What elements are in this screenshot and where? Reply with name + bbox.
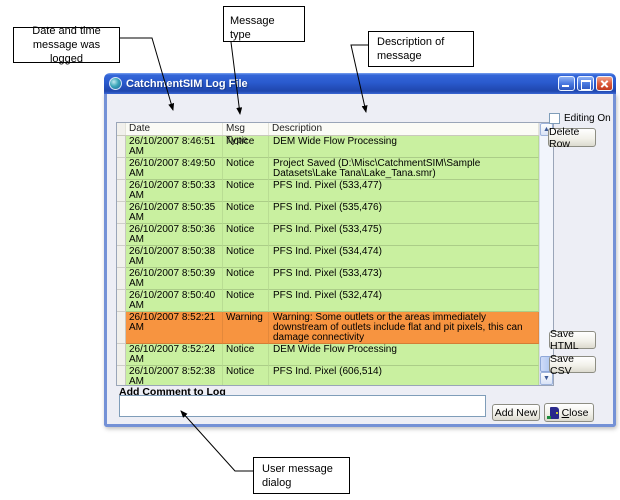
cell-description: PFS Ind. Pixel (532,474) xyxy=(269,290,539,312)
row-selector[interactable] xyxy=(117,202,126,224)
window-titlebar[interactable]: CatchmentSIM Log File xyxy=(104,73,616,94)
row-selector-header xyxy=(117,123,126,135)
column-header-description[interactable]: Description xyxy=(269,123,539,135)
maximize-icon[interactable] xyxy=(577,76,594,91)
cell-msg-type: Notice xyxy=(223,158,269,180)
row-selector[interactable] xyxy=(117,224,126,246)
cell-msg-type: Notice xyxy=(223,246,269,268)
row-selector[interactable] xyxy=(117,158,126,180)
scroll-down-icon[interactable]: ▼ xyxy=(540,372,553,385)
save-html-button[interactable]: Save HTML xyxy=(549,328,596,352)
cell-description: DEM Wide Flow Processing xyxy=(269,344,539,366)
table-header: Date Msg Type Description xyxy=(117,123,539,146)
row-selector[interactable] xyxy=(117,246,126,268)
window-title: CatchmentSIM Log File xyxy=(126,77,248,90)
app-icon xyxy=(109,77,122,90)
callout-message-type-text: Message type xyxy=(230,15,275,41)
row-selector[interactable] xyxy=(117,136,126,158)
add-new-button[interactable]: Add New xyxy=(492,404,540,421)
delete-row-button[interactable]: Delete Row xyxy=(548,126,596,150)
cell-description: PFS Ind. Pixel (533,477) xyxy=(269,180,539,202)
log-grid: Date Msg Type Description 26/10/2007 8:4… xyxy=(117,123,539,385)
callout-date-time: Date and time message was logged xyxy=(13,25,120,65)
callout-user-message: User message dialog xyxy=(253,457,350,494)
comment-input[interactable] xyxy=(119,395,486,417)
cell-description: Project Saved (D:\Misc\CatchmentSIM\Samp… xyxy=(269,158,539,180)
cell-msg-type: Notice xyxy=(223,202,269,224)
cell-description: PFS Ind. Pixel (606,514) xyxy=(269,366,539,385)
cell-description: DEM Wide Flow Processing xyxy=(269,136,539,158)
cell-date: 26/10/2007 8:50:35 AM xyxy=(126,202,223,224)
callout-date-time-text: Date and time message was logged xyxy=(32,25,101,65)
callout-user-message-text: User message dialog xyxy=(262,462,333,489)
column-header-msg-type[interactable]: Msg Type xyxy=(223,123,269,146)
cell-date: 26/10/2007 8:49:50 AM xyxy=(126,158,223,180)
cell-date: 26/10/2007 8:46:51 AM xyxy=(126,136,223,158)
cell-msg-type: Notice xyxy=(223,136,269,158)
cell-date: 26/10/2007 8:50:33 AM xyxy=(126,180,223,202)
row-selector[interactable] xyxy=(117,268,126,290)
cell-date: 26/10/2007 8:50:38 AM xyxy=(126,246,223,268)
cell-date: 26/10/2007 8:50:39 AM xyxy=(126,268,223,290)
cell-description: PFS Ind. Pixel (533,475) xyxy=(269,224,539,246)
row-selector[interactable] xyxy=(117,290,126,312)
cell-date: 26/10/2007 8:50:40 AM xyxy=(126,290,223,312)
minimize-icon[interactable] xyxy=(558,76,575,91)
exit-door-icon xyxy=(546,406,559,419)
cell-description: PFS Ind. Pixel (535,476) xyxy=(269,202,539,224)
cell-msg-type: Notice xyxy=(223,290,269,312)
callout-message-type: Message type xyxy=(223,6,305,42)
cell-date: 26/10/2007 8:50:36 AM xyxy=(126,224,223,246)
close-window-icon[interactable] xyxy=(596,76,613,91)
cell-msg-type: Notice xyxy=(223,224,269,246)
cell-date: 26/10/2007 8:52:24 AM xyxy=(126,344,223,366)
cell-msg-type: Notice xyxy=(223,366,269,385)
log-table: Date Msg Type Description 26/10/2007 8:4… xyxy=(116,122,554,386)
close-button-label: Close xyxy=(561,406,589,419)
cell-description: Warning: Some outlets or the areas immed… xyxy=(269,312,539,344)
cell-date: 26/10/2007 8:52:21 AM xyxy=(126,312,223,344)
callout-description-text: Description of message xyxy=(377,36,445,62)
cell-description: PFS Ind. Pixel (534,474) xyxy=(269,246,539,268)
save-csv-button[interactable]: Save CSV xyxy=(549,353,596,377)
editing-on-label: Editing On xyxy=(564,113,611,124)
row-selector[interactable] xyxy=(117,180,126,202)
cell-description: PFS Ind. Pixel (533,473) xyxy=(269,268,539,290)
log-file-window: CatchmentSIM Log File Date Msg Type Desc… xyxy=(104,73,616,427)
cell-msg-type: Notice xyxy=(223,180,269,202)
cell-msg-type: Notice xyxy=(223,268,269,290)
cell-date: 26/10/2007 8:52:38 AM xyxy=(126,366,223,385)
column-header-date[interactable]: Date xyxy=(126,123,223,135)
cell-msg-type: Notice xyxy=(223,344,269,366)
row-selector[interactable] xyxy=(117,344,126,366)
row-selector[interactable] xyxy=(117,366,126,385)
row-selector[interactable] xyxy=(117,312,126,344)
editing-on-option[interactable]: Editing On xyxy=(549,113,611,124)
editing-on-checkbox[interactable] xyxy=(549,113,560,124)
callout-description: Description of message xyxy=(368,31,474,67)
cell-msg-type: Warning xyxy=(223,312,269,344)
vertical-scrollbar[interactable]: ▲ ▼ xyxy=(539,123,553,385)
close-button[interactable]: Close xyxy=(544,403,594,422)
